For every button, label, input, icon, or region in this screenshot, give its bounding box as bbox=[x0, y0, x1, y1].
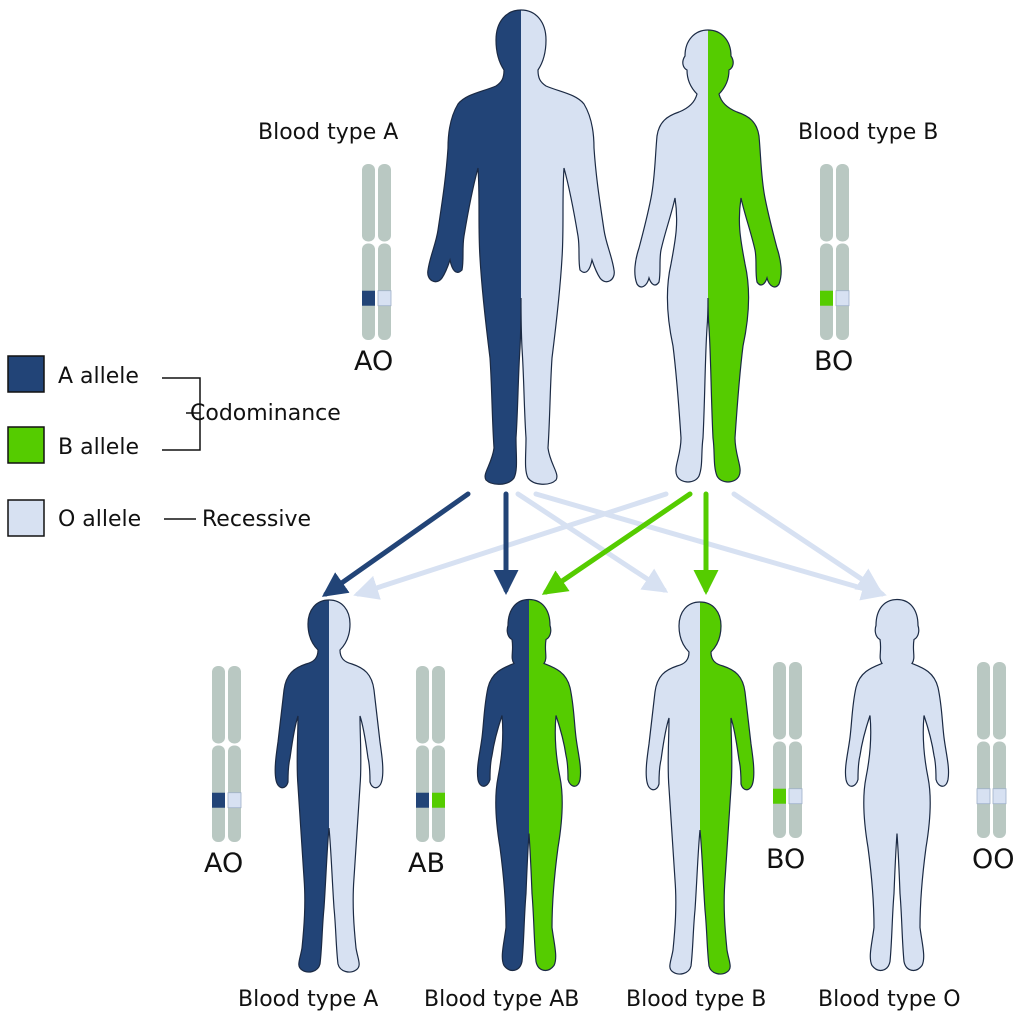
child3-silhouette-right-half bbox=[700, 602, 754, 974]
child4-silhouette-right-half bbox=[897, 599, 949, 971]
chromosome-arm bbox=[378, 164, 391, 242]
father-genotype: AO bbox=[354, 346, 393, 377]
child3-genotype: BO bbox=[766, 844, 805, 875]
inheritance-arrows bbox=[321, 491, 887, 601]
child4-blood-type: Blood type O bbox=[818, 987, 961, 1012]
legend-label-b: B allele bbox=[58, 435, 139, 460]
arrow-father-o-to-child3 bbox=[515, 491, 669, 593]
codominance-bracket bbox=[162, 377, 201, 451]
legend-swatch-o bbox=[7, 499, 45, 537]
chromosome-arm bbox=[362, 164, 375, 242]
mother-chromosomes bbox=[820, 164, 850, 340]
allele-band-a bbox=[416, 792, 429, 808]
chromosome-arm bbox=[993, 662, 1006, 740]
father-silhouette bbox=[427, 9, 615, 485]
child1-silhouette-right-half bbox=[329, 600, 383, 972]
legend-label-recessive: Recessive bbox=[202, 507, 311, 532]
mother-silhouette bbox=[634, 29, 782, 483]
legend: A allele B allele O allele Codominance R… bbox=[7, 355, 341, 537]
child1-silhouette bbox=[274, 599, 384, 973]
arrow-mother-b-to-child2 bbox=[541, 491, 693, 595]
arrow-mother-o-to-child1 bbox=[353, 491, 669, 600]
child1-chromosomes bbox=[212, 666, 242, 842]
child3-silhouette bbox=[645, 601, 755, 975]
child3-chromosomes bbox=[773, 662, 803, 838]
child4-chromosomes bbox=[976, 662, 1007, 838]
child1-blood-type: Blood type A bbox=[238, 987, 378, 1012]
father-chromosomes bbox=[362, 164, 392, 340]
chromosome-arm bbox=[432, 666, 445, 744]
chromosome-arm bbox=[820, 164, 833, 242]
legend-label-a: A allele bbox=[58, 364, 139, 389]
child2-silhouette bbox=[476, 598, 582, 972]
chromosome-arm bbox=[212, 666, 225, 744]
child1-genotype: AO bbox=[204, 848, 243, 879]
allele-band-a bbox=[362, 290, 375, 306]
allele-band-o bbox=[976, 788, 991, 805]
chromosome-arm bbox=[836, 164, 849, 242]
child4-genotype: OO bbox=[972, 844, 1015, 875]
arrow-father-a-to-child1 bbox=[321, 491, 471, 597]
legend-label-o: O allele bbox=[58, 507, 141, 532]
child2-chromosomes bbox=[416, 666, 445, 842]
chromosome-arm bbox=[228, 666, 241, 744]
child2-blood-type: Blood type AB bbox=[424, 987, 579, 1012]
legend-swatch-b bbox=[7, 426, 45, 464]
chromosome-arm bbox=[789, 662, 802, 740]
chromosome-arm bbox=[977, 662, 990, 740]
chromosome-arm bbox=[773, 662, 786, 740]
allele-band-o bbox=[377, 290, 392, 307]
child2-genotype: AB bbox=[408, 848, 445, 879]
allele-band-a bbox=[212, 792, 225, 808]
child3-blood-type: Blood type B bbox=[626, 987, 766, 1012]
allele-band-o bbox=[835, 290, 850, 307]
figures bbox=[212, 9, 1007, 975]
allele-band-b bbox=[773, 788, 786, 804]
chromosome-arm bbox=[416, 666, 429, 744]
allele-band-o bbox=[788, 788, 803, 805]
legend-label-codominance: Codominance bbox=[190, 401, 341, 426]
arrow-father-o-to-child4 bbox=[533, 491, 887, 601]
allele-band-o bbox=[992, 788, 1007, 805]
arrow-mother-o-to-child4 bbox=[731, 491, 883, 593]
mother-blood-type: Blood type B bbox=[798, 120, 938, 145]
legend-swatch-a bbox=[7, 355, 45, 393]
child4-silhouette bbox=[844, 598, 950, 972]
allele-band-b bbox=[432, 792, 445, 808]
allele-band-b bbox=[820, 290, 833, 306]
mother-genotype: BO bbox=[814, 346, 853, 377]
allele-band-o bbox=[227, 792, 242, 809]
father-blood-type: Blood type A bbox=[258, 120, 398, 145]
child2-silhouette-right-half bbox=[529, 599, 581, 971]
